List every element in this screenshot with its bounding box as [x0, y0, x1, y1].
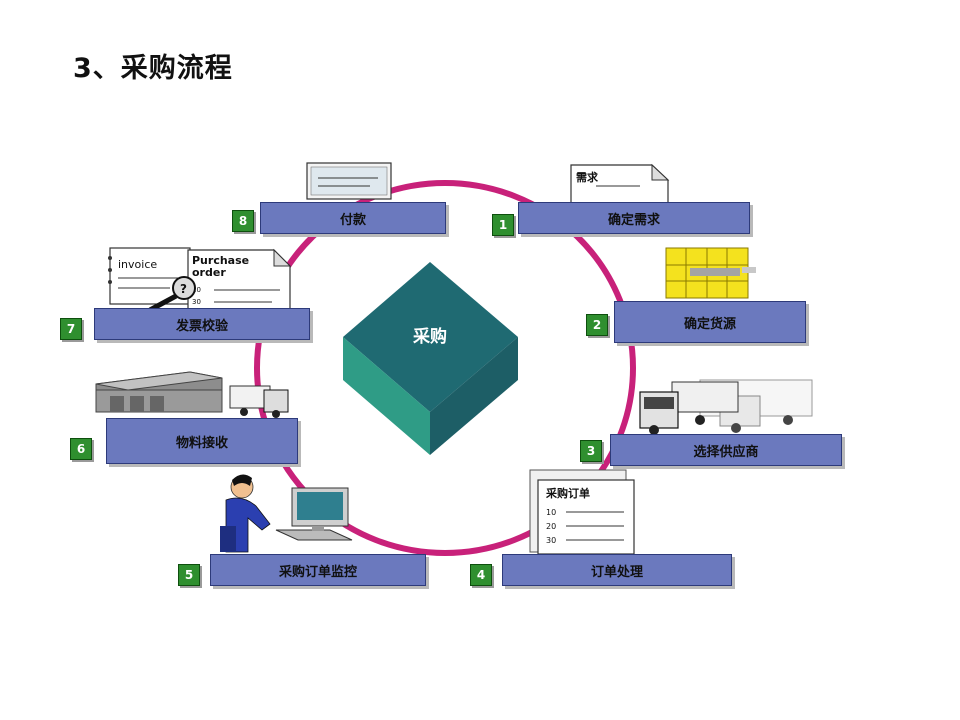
step-badge-8: 8 [232, 210, 254, 232]
po-doc-number-20: 20 [546, 522, 556, 531]
step-box-select-supplier: 选择供应商 [610, 434, 842, 466]
step-box-goods-receipt: 物料接收 [106, 418, 298, 464]
po-number-30: 30 [192, 298, 201, 306]
purchase-order-doc-text: Purchase order [192, 254, 253, 279]
center-cube: 采购 [343, 262, 518, 455]
invoice-doc-text: invoice [118, 258, 157, 271]
request-document-illustration: 需求 [570, 163, 670, 206]
request-doc-text: 需求 [576, 170, 599, 184]
step-box-determine-source: 确定货源 [614, 301, 806, 343]
step-badge-3: 3 [580, 440, 602, 462]
step-badge-4: 4 [470, 564, 492, 586]
trucks-illustration [639, 379, 813, 435]
purchase-order-doc-line: Purchase [192, 254, 249, 267]
po-doc-number-10: 10 [546, 508, 556, 517]
step-label-goods-receipt: 物料接收 [175, 435, 228, 451]
cheque-illustration [306, 162, 392, 200]
step-badge-6: 6 [70, 438, 92, 460]
step-badge-2: 2 [586, 314, 608, 336]
warehouse-illustration [95, 371, 289, 418]
purchase-order-document-illustration: 采购订单 10 20 30 [529, 469, 635, 555]
step-box-payment: 付款 [260, 202, 446, 234]
step-badge-7: 7 [60, 318, 82, 340]
page-title: 3、采购流程 [73, 53, 233, 84]
step-label-po-monitoring: 采购订单监控 [278, 564, 357, 580]
step-box-determine-need: 确定需求 [518, 202, 750, 234]
step-box-invoice-verification: 发票校验 [94, 308, 310, 340]
step-badge-1: 1 [492, 214, 514, 236]
step-label-select-supplier: 选择供应商 [693, 444, 759, 460]
step-label-determine-source: 确定货源 [683, 316, 736, 332]
po-doc-number-30: 30 [546, 536, 556, 545]
person-at-computer-illustration [220, 474, 353, 553]
step-label-order-processing: 订单处理 [590, 564, 643, 580]
magnifier-icon [172, 276, 196, 300]
step-box-po-monitoring: 采购订单监控 [210, 554, 426, 586]
step-label-invoice-verification: 发票校验 [175, 318, 228, 334]
step-label-payment: 付款 [339, 212, 366, 228]
step-label-determine-need: 确定需求 [607, 212, 660, 228]
invoice-illustration: invoice Purchase order 20 30 ? [108, 247, 292, 313]
step-box-order-processing: 订单处理 [502, 554, 732, 586]
step-badge-5: 5 [178, 564, 200, 586]
po-number-20: 20 [192, 286, 201, 294]
cycle-ring [254, 180, 636, 556]
source-grid-illustration [665, 247, 756, 299]
svg-text:?: ? [180, 282, 187, 296]
center-label: 采购 [412, 326, 447, 347]
po-doc-title: 采购订单 [545, 486, 590, 500]
